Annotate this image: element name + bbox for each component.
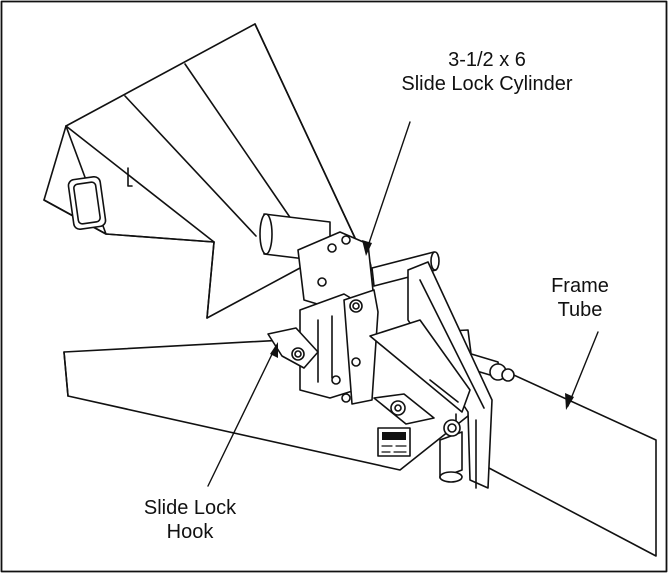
frame-tube-label-line-1: Frame	[551, 275, 609, 297]
slide-lock-hook-label: Slide Lock Hook	[110, 496, 270, 544]
frame-tube-leader-line	[567, 331, 599, 407]
cylinder-label-line-2: Slide Lock Cylinder	[401, 73, 573, 95]
hook-leader-arrowhead	[270, 342, 278, 358]
frame-tube	[469, 354, 657, 557]
slide-lock-hook-label-line-2: Hook	[166, 521, 214, 543]
cylinder-leader-arrowhead	[362, 240, 372, 256]
cylinder-label-line-1: 3-1/2 x 6	[448, 49, 526, 71]
hook-leader-line	[207, 345, 277, 487]
cylinder-leader-line	[365, 121, 411, 253]
slide-lock-hook-label-line-1: Slide Lock	[143, 497, 237, 519]
frame-tube-leader-arrowhead	[565, 393, 574, 410]
frame-tube-label-line-2: Tube	[557, 299, 603, 321]
bracket-assembly	[267, 231, 493, 489]
frame-tube-label: Frame Tube	[530, 274, 630, 322]
cylinder-label: 3-1/2 x 6 Slide Lock Cylinder	[352, 48, 622, 96]
